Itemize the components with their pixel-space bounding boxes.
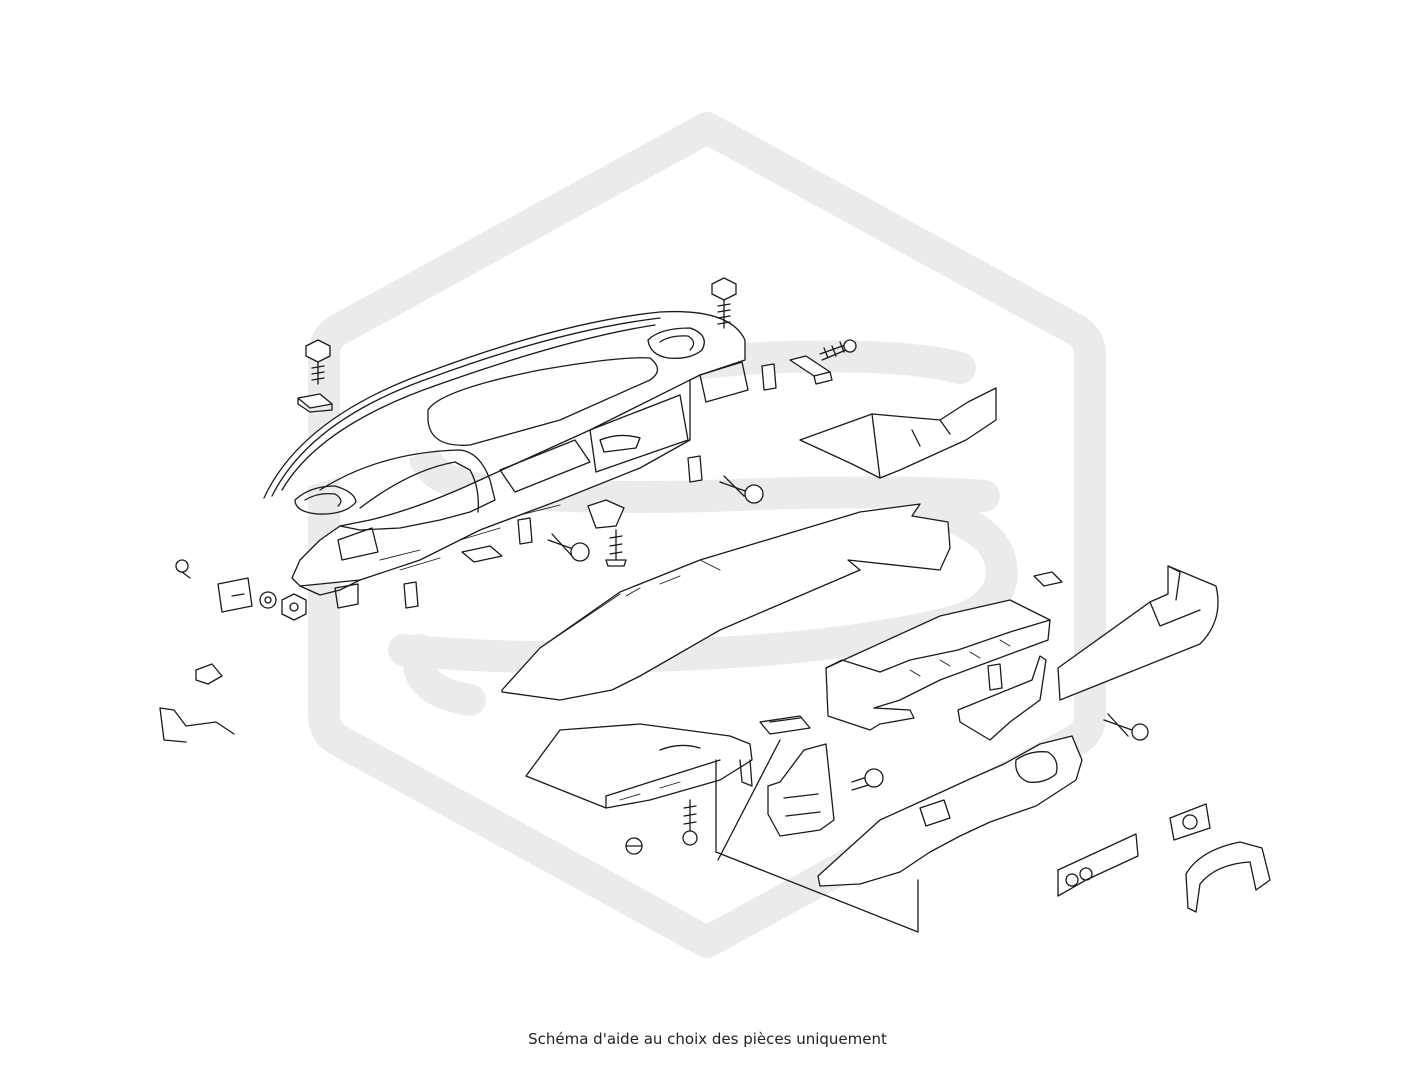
bolt-icon — [305, 277, 737, 385]
trim-piece-icon — [1057, 803, 1271, 913]
glovebox — [525, 723, 753, 809]
screw-icon — [175, 339, 1149, 855]
bracket-icon — [159, 577, 307, 743]
vent-icon — [759, 715, 811, 735]
center-console — [825, 599, 1051, 731]
lower-dash-shelf — [715, 735, 1083, 933]
floor-mat-panel — [501, 503, 951, 701]
diagram-caption: Schéma d'aide au choix des pièces unique… — [528, 1030, 887, 1048]
dashboard-panel — [263, 310, 749, 609]
side-trim — [957, 565, 1219, 741]
side-panel — [799, 387, 997, 479]
clip-icon — [297, 355, 1063, 691]
mounting-bracket — [767, 743, 835, 837]
